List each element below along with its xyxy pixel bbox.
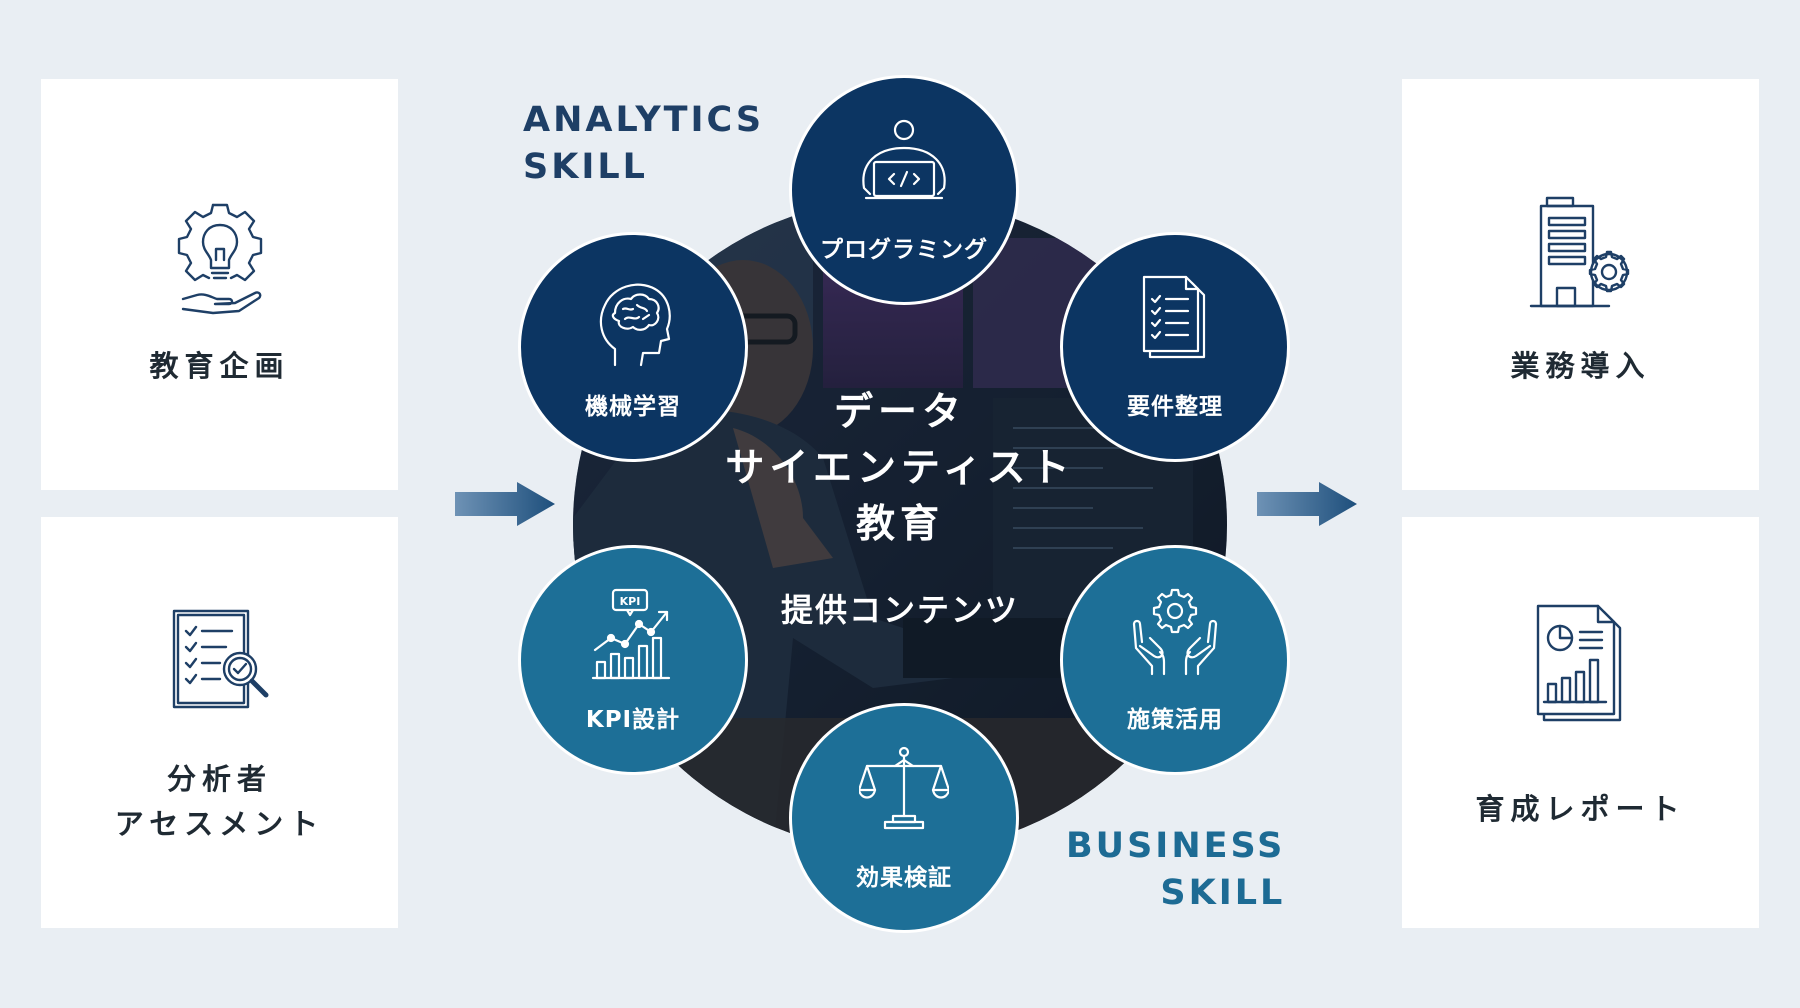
node-label: 効果検証 [856,865,952,891]
card-label: 業務導入 [1510,349,1651,383]
kpi-growth-chart-icon: KPI [591,588,671,680]
center-title: データ サイエンティスト 教育 [725,390,1075,547]
center-subtitle: 提供コンテンツ [780,591,1019,629]
business-skill-title: BUSINESS SKILL [1066,826,1286,913]
hands-gear-icon [1132,588,1218,676]
analytics-skill-title: ANALYTICS SKILL [523,100,765,187]
machine-learning-node: 機械学習 [518,232,748,462]
measures-utilization-node: 施策活用 [1060,545,1290,775]
requirements-node: 要件整理 [1060,232,1290,462]
node-label: 機械学習 [585,394,681,420]
analyst-assessment-card: 分析者 アセスメント [41,517,398,928]
node-label: プログラミング [820,237,988,263]
balance-scale-icon [859,746,949,830]
kpi-badge-text: KPI [620,595,641,608]
brain-head-icon [599,283,671,367]
node-label: 施策活用 [1127,707,1223,733]
center-text: データ サイエンティスト 教育 提供コンテンツ [650,385,1150,631]
training-report-card: 育成レポート [1402,517,1759,928]
building-gear-icon [1529,196,1629,308]
checklist-document-icon [1142,275,1206,359]
node-label: KPI設計 [585,707,681,733]
effect-verification-node: 効果検証 [789,703,1019,933]
node-label: 要件整理 [1127,394,1223,420]
checklist-magnifier-icon [172,609,268,709]
education-planning-card: 教育企画 [41,79,398,490]
right-arrow-icon [1257,482,1357,526]
card-label: 分析者 アセスメント [114,762,325,841]
card-label: 教育企画 [149,349,290,383]
kpi-design-node: KPI KPI設計 [518,545,748,775]
right-arrow-icon [455,482,555,526]
lightbulb-gear-hand-icon [177,203,262,315]
card-label: 育成レポート [1475,792,1686,826]
report-chart-icon [1536,604,1621,722]
programming-node: プログラミング [789,75,1019,305]
business-deployment-card: 業務導入 [1402,79,1759,490]
programmer-laptop-icon [862,119,946,200]
